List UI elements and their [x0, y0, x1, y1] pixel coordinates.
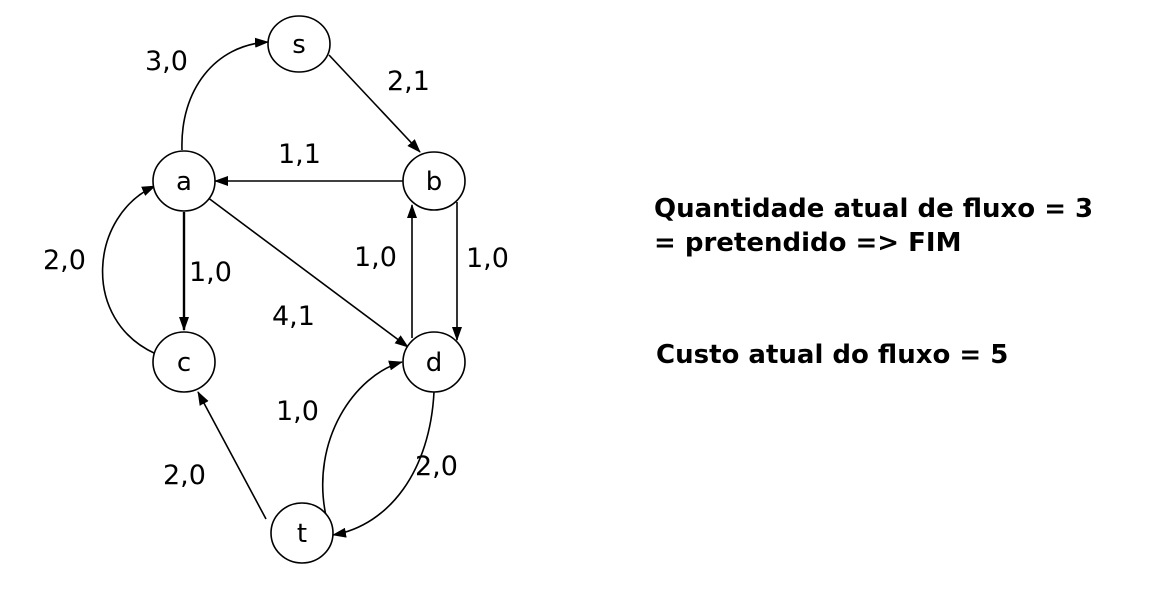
node-label-b: b: [426, 167, 443, 197]
node-d: d: [402, 331, 466, 393]
edge-labels: 3,0 2,1 1,1 2,0 1,0 4,1 1,0 1,0 1,0 2,0 …: [43, 46, 509, 491]
edge-label-s-b: 2,1: [387, 66, 430, 97]
edge-label-b-a: 1,1: [278, 139, 321, 170]
edge-t-d: [321, 360, 403, 517]
edge-label-a-s: 3,0: [145, 46, 188, 77]
edge-label-d-t: 2,0: [415, 451, 458, 482]
edge-d-t: [332, 391, 435, 538]
flow-cost-text: Custo atual do fluxo = 5: [656, 340, 1009, 370]
edge-label-c-a: 2,0: [43, 245, 86, 276]
node-label-t: t: [297, 519, 307, 549]
node-label-c: c: [177, 348, 191, 378]
edge-t-c: [197, 391, 267, 520]
flow-target-text: = pretendido => FIM: [654, 228, 962, 258]
edge-label-t-c: 2,0: [163, 460, 206, 491]
flow-amount-text: Quantidade atual de fluxo = 3: [654, 194, 1094, 224]
nodes: s a b c d t: [152, 15, 466, 564]
node-t: t: [270, 502, 334, 564]
node-c: c: [152, 331, 216, 393]
node-a: a: [152, 150, 216, 212]
edge-label-a-d: 4,1: [272, 301, 315, 332]
edges: [101, 37, 462, 538]
node-s: s: [267, 15, 331, 73]
edge-a-d: [206, 196, 409, 348]
edge-label-b-d: 1,0: [466, 243, 509, 274]
edge-a-s: [181, 37, 269, 151]
node-label-s: s: [292, 30, 306, 60]
node-label-a: a: [176, 167, 192, 197]
edge-label-t-d: 1,0: [276, 396, 319, 427]
node-label-d: d: [426, 348, 443, 378]
edge-label-d-b: 1,0: [354, 242, 397, 273]
edge-s-b: [328, 54, 421, 153]
node-b: b: [402, 151, 466, 211]
edge-label-a-c: 1,0: [189, 257, 232, 288]
edge-c-a: [101, 185, 157, 355]
